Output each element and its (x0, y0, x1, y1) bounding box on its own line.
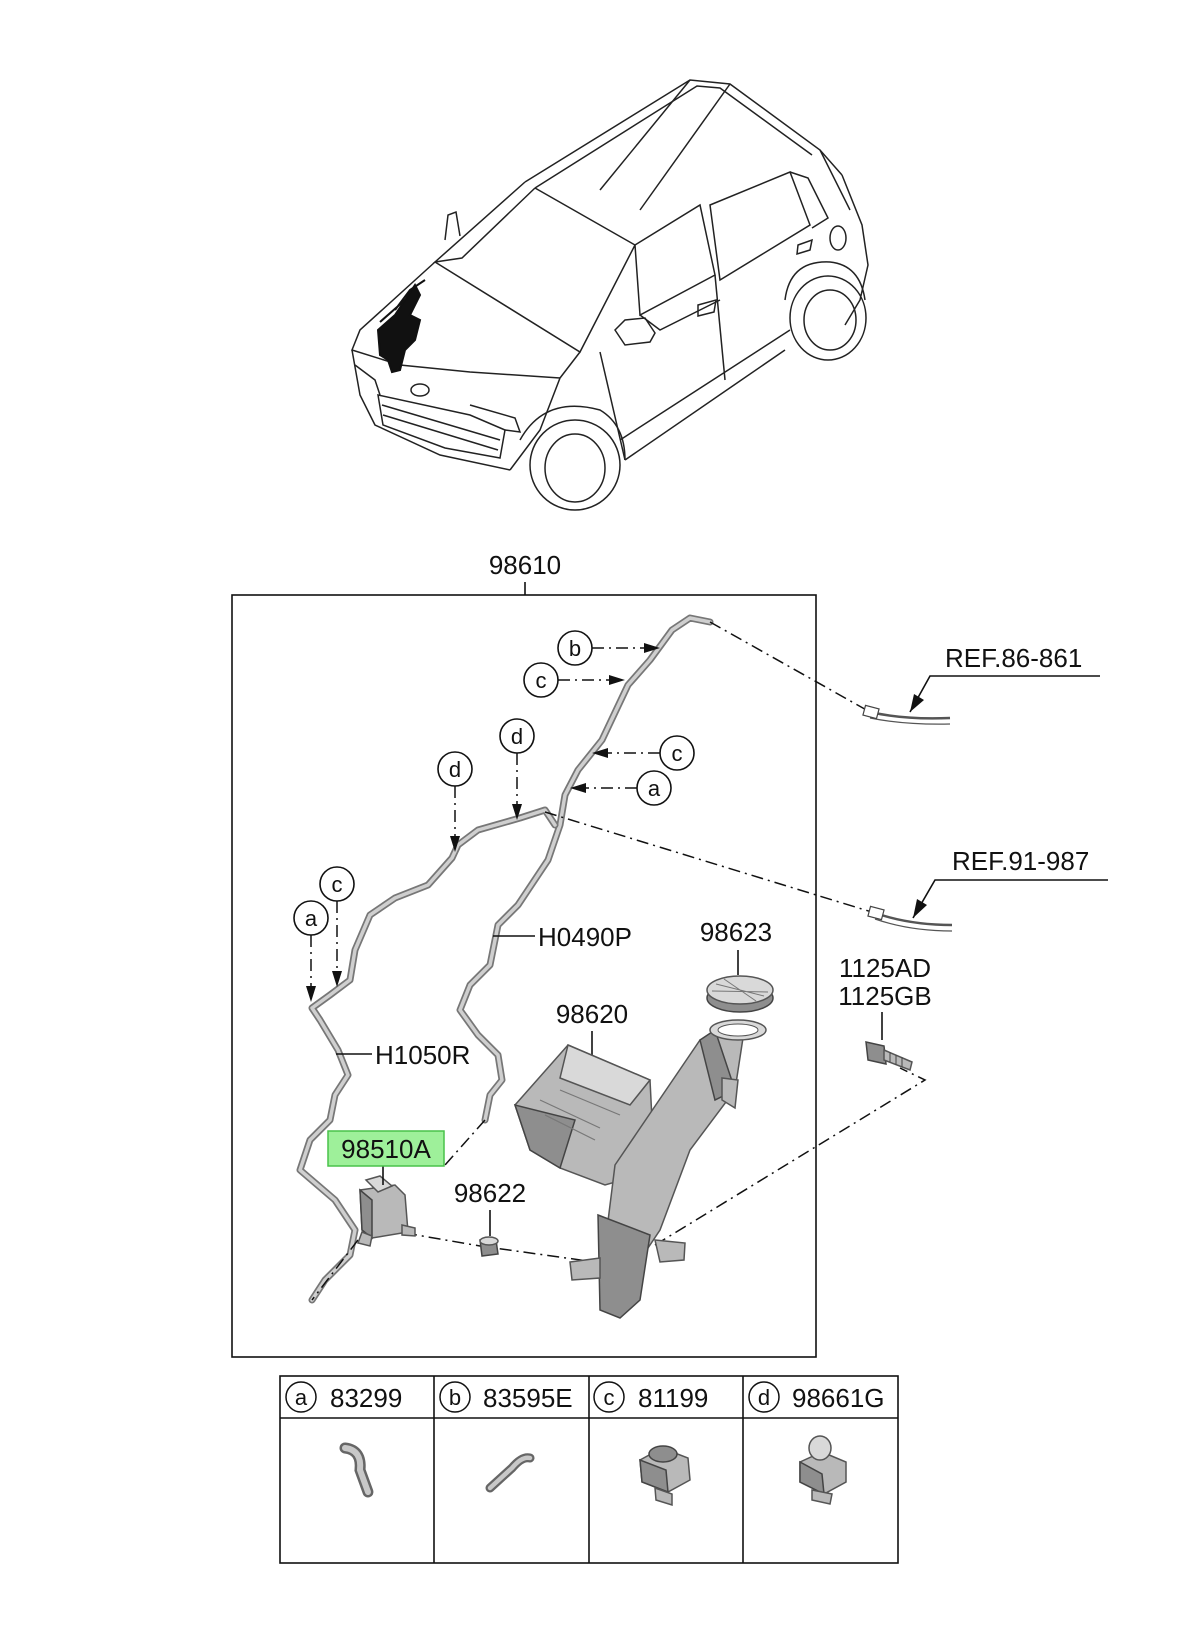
svg-text:a: a (305, 906, 318, 931)
bolt-label-1: 1125AD (839, 953, 931, 983)
svg-text:b: b (569, 636, 581, 661)
part-81199-clip (639, 1445, 691, 1507)
legend-part-number: 98661G (792, 1383, 885, 1413)
grommet (479, 1236, 499, 1257)
ref-connector-upper: REF.86-861 (862, 643, 1100, 725)
svg-text:c: c (332, 872, 343, 897)
legend-cell-c: c 81199 (593, 1381, 708, 1413)
filler-cap (706, 975, 774, 1013)
cap-label: 98623 (700, 917, 772, 947)
callout-d-lower: d (437, 751, 473, 852)
svg-text:c: c (604, 1385, 615, 1410)
legend-part-number: 83299 (330, 1383, 402, 1413)
reservoir-label: 98620 (556, 999, 628, 1029)
svg-text:a: a (648, 776, 661, 801)
grommet-label: 98622 (454, 1178, 526, 1208)
svg-text:d: d (758, 1385, 770, 1410)
hose-h1050r-label: H1050R (375, 1040, 470, 1070)
part-83299-hose-elbow (339, 1442, 374, 1498)
svg-text:a: a (295, 1385, 308, 1410)
legend-part-number: 81199 (638, 1383, 708, 1413)
bolt (865, 1041, 913, 1072)
svg-text:c: c (536, 668, 547, 693)
ref-91-987-label: REF.91-987 (952, 846, 1089, 876)
legend-cell-b: b 83595E (439, 1381, 573, 1413)
hose-h0490p-label: H0490P (538, 922, 632, 952)
legend-table: a 83299 b 83595E c 81199 d 98661G (279, 1375, 899, 1564)
callout-a-left: a (293, 900, 329, 1002)
pump-label: 98510A (341, 1134, 431, 1164)
svg-text:d: d (449, 757, 461, 782)
svg-text:c: c (672, 741, 683, 766)
callout-d-upper: d (499, 718, 535, 820)
svg-text:b: b (449, 1385, 461, 1410)
callout-b-top: b (557, 630, 660, 666)
svg-text:d: d (511, 724, 523, 749)
legend-cell-a: a 83299 (285, 1381, 402, 1413)
legend-part-number: 83595E (483, 1383, 573, 1413)
legend-cell-d: d 98661G (748, 1381, 885, 1413)
bolt-label-2: 1125GB (838, 981, 931, 1011)
assembly-frame (231, 594, 817, 1358)
callout-c-right: c (592, 735, 695, 771)
car-illustration (351, 79, 869, 511)
assembly-number: 98610 (489, 550, 561, 580)
ref-86-861-label: REF.86-861 (945, 643, 1082, 673)
hose-h1050r (296, 806, 559, 1304)
callout-a-right: a (570, 770, 672, 806)
callout-c-top: c (523, 662, 625, 698)
hose-h0490p (456, 614, 714, 1124)
pump-highlight-box[interactable] (327, 1130, 445, 1167)
washer-pump (357, 1175, 416, 1247)
part-83595e-hose-connector (485, 1453, 535, 1493)
part-98661g-clip (799, 1435, 847, 1505)
ref-connector-lower: REF.91-987 (867, 846, 1108, 932)
callout-c-left: c (319, 866, 355, 987)
washer-reservoir (513, 1019, 767, 1319)
